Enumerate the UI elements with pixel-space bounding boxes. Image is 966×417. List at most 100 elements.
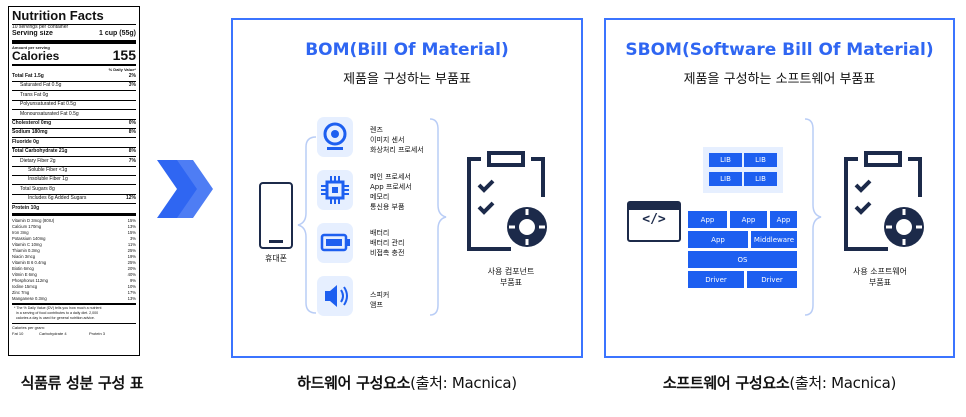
footnote-line: * The % Daily Value (DV) tells you how m… xyxy=(14,306,102,310)
calories-value: 155 xyxy=(112,47,136,63)
lib-block: LIB xyxy=(744,172,777,186)
vitamin-pct: 3% xyxy=(129,236,136,241)
nutrient-pct: 0% xyxy=(128,120,136,126)
driver-block: Driver xyxy=(688,271,744,288)
fat-per-gram: Fat 10 xyxy=(12,331,24,336)
nutrient-label: Includes 6g Added Sugars xyxy=(28,195,87,202)
vitamin-pct: 19% xyxy=(127,254,136,259)
vitamin-label: Calcium 170mg xyxy=(12,224,42,229)
clipboard-gear-icon xyxy=(844,151,924,251)
calories-per-gram: Calories per gram: xyxy=(12,325,45,330)
nutrient-pct: 7% xyxy=(128,157,136,164)
vitamin-label: Niacin 3mcg xyxy=(12,254,36,259)
vitamin-pct: 9% xyxy=(129,278,136,283)
nutrition-title: Nutrition Facts xyxy=(12,8,104,23)
chip-icon xyxy=(321,176,349,204)
divider xyxy=(12,81,136,82)
vitamin-label: Vitamin C 10mg xyxy=(12,242,42,247)
speaker-icon-box xyxy=(317,276,353,316)
vitamin-label: Phosphorus 112mg xyxy=(12,278,49,283)
divider xyxy=(12,184,136,186)
nutrient-label: Sodium 180mg xyxy=(12,129,48,136)
divider xyxy=(12,193,136,195)
left-bracket xyxy=(297,136,317,314)
divider xyxy=(12,156,136,158)
vitamin-pct: 15% xyxy=(127,218,136,223)
divider xyxy=(12,203,136,205)
lib-block: LIB xyxy=(709,172,742,186)
nutrient-label: Soluble Fiber <1g xyxy=(28,167,68,173)
lib-block: LIB xyxy=(709,153,742,167)
daily-value-header: % Daily Value* xyxy=(108,67,136,72)
caption-nutrition: 식품류 성분 구성 표 xyxy=(20,374,144,392)
app-block: App xyxy=(730,211,767,228)
divider xyxy=(12,128,136,129)
nutrient-pct: 2% xyxy=(128,73,136,79)
vitamin-label: Iodine 15mcg xyxy=(12,284,38,289)
nutrient-pct: 12% xyxy=(125,195,136,202)
vitamin-label: Manganese 0.3mg xyxy=(12,296,47,301)
nutrient-label: Monounsaturated Fat 0.5g xyxy=(20,110,79,117)
divider xyxy=(12,175,136,176)
battery-icon-box xyxy=(317,223,353,263)
nutrient-label: Insoluble Fiber 1g xyxy=(28,176,68,183)
phone-label: 휴대폰 xyxy=(264,254,288,263)
vitamin-label: Potassium 140mg xyxy=(12,236,46,241)
nutrient-label: Fluoride 0g xyxy=(12,138,39,145)
speaker-icon xyxy=(325,285,348,307)
divider xyxy=(12,137,136,139)
code-window-icon: </> xyxy=(627,201,681,242)
divider xyxy=(12,165,136,167)
sbom-title: SBOM(Software Bill Of Material) xyxy=(625,40,934,60)
vitamin-label: Thiamin 0.3mg xyxy=(12,248,40,253)
caption-software: 소프트웨어 구성요소(출처: Macnica) xyxy=(662,374,897,392)
sbom-panel xyxy=(604,18,955,358)
nutrient-label: Cholesterol 0mg xyxy=(12,120,52,126)
servings-per-container: 10 servings per container xyxy=(12,24,69,30)
camera-icon xyxy=(323,122,347,150)
vitamin-pct: 15% xyxy=(127,230,136,235)
camera-icon-box xyxy=(317,117,353,157)
serving-size-value: 1 cup (55g) xyxy=(99,30,136,37)
divider xyxy=(12,99,136,101)
calories-label: Calories xyxy=(12,49,60,63)
vitamin-pct: 25% xyxy=(127,260,136,265)
battery-icon xyxy=(320,233,350,252)
nutrient-label: Total Fat 1.5g xyxy=(12,73,44,79)
divider xyxy=(12,109,136,111)
nutrient-pct: 8% xyxy=(128,148,136,155)
vitamin-pct: 40% xyxy=(127,272,136,277)
phone-icon xyxy=(259,182,293,249)
vitamin-pct: 17% xyxy=(127,290,136,295)
bom-panel xyxy=(231,18,583,358)
nutrient-pct: 8% xyxy=(128,129,136,136)
nutrient-label: Dietary Fiber 2g xyxy=(20,157,56,164)
nutrient-label: Protein 10g xyxy=(12,204,40,211)
bom-subtitle: 제품을 구성하는 부품표 xyxy=(343,72,471,87)
vitamin-pct: 13% xyxy=(127,296,136,301)
vitamin-pct: 20% xyxy=(127,266,136,271)
chip-icon-box xyxy=(317,170,353,210)
vitamin-label: Zinc 7mg xyxy=(12,290,30,295)
carb-per-gram: Carbohydrate 4 xyxy=(39,331,67,336)
nutrient-label: Total Sugars 8g xyxy=(20,185,55,192)
vitamin-label: Vitamin B 6 0.4mg xyxy=(12,260,47,265)
double-chevron-right-icon xyxy=(157,160,213,218)
serving-size-label: Serving size xyxy=(12,30,53,37)
vitamin-pct: 25% xyxy=(127,248,136,253)
app-block: App xyxy=(770,211,797,228)
clipboard-gear-icon xyxy=(467,151,547,251)
footnote-line: calories a day is used for general nutri… xyxy=(16,316,95,320)
middleware-block: Middleware xyxy=(751,231,797,248)
vitamin-label: Vitamin D 3mcg (80IU) xyxy=(12,218,55,223)
os-block: OS xyxy=(688,251,797,268)
divider xyxy=(12,90,136,92)
vitamin-label: Vitmin E 6mg xyxy=(12,272,37,277)
nutrient-label: Polyunsaturated Fat 0.5g xyxy=(20,101,76,108)
